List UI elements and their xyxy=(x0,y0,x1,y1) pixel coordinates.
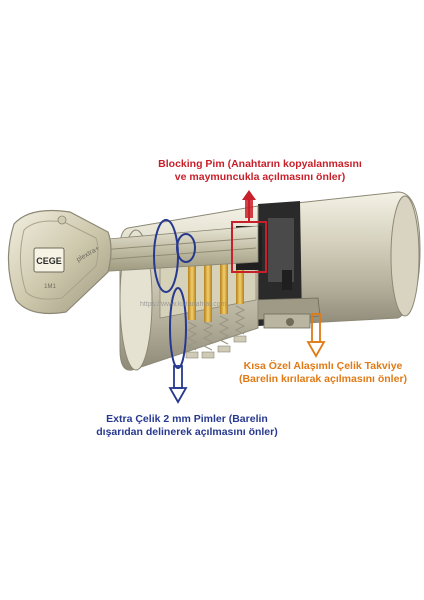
key-model-text: 1M1 xyxy=(44,284,56,290)
steel-pins-arrow xyxy=(168,365,188,404)
steel-reinforcement-arrow xyxy=(306,313,326,358)
key-hole xyxy=(57,215,67,225)
steel-reinforcement-label-line1: Kısa Özel Alaşımlı Çelik Takviye xyxy=(243,360,403,372)
pin-springs xyxy=(186,305,246,351)
blocking-pin-label-line2: ve maymuncukla açılmasını önler) xyxy=(174,171,346,183)
steel-pins-label: Extra Çelik 2 mm Pimler (Barelin dışarıd… xyxy=(82,413,292,439)
pin-caps xyxy=(185,335,247,359)
steel-pins-label-line2: dışarıdan delinerek açılmasını önler) xyxy=(96,426,278,438)
blocking-pin-callout xyxy=(231,190,267,273)
cylinder-body xyxy=(249,191,421,327)
steel-pin-highlight xyxy=(153,219,196,369)
key-logo-plate xyxy=(33,247,65,273)
steel-reinforcement-label: Kısa Özel Alaşımlı Çelik Takviye (Bareli… xyxy=(228,360,418,386)
blocking-pin-label: Blocking Pim (Anahtarın kopyalanmasını v… xyxy=(150,158,370,184)
key-logo-text: CEGE xyxy=(36,256,62,266)
key-head: CEGE plextra+ 1M1 xyxy=(7,209,112,315)
steel-reinforcement-label-line2: (Barelin kırılarak açılmasını önler) xyxy=(238,373,408,385)
watermark-url: https://www.kilitanahtar.com xyxy=(140,301,227,308)
screw-hole xyxy=(286,318,294,326)
blocking-pin-label-line1: Blocking Pim (Anahtarın kopyalanmasını xyxy=(158,158,362,170)
steel-pins-label-line1: Extra Çelik 2 mm Pimler (Barelin xyxy=(106,413,268,425)
